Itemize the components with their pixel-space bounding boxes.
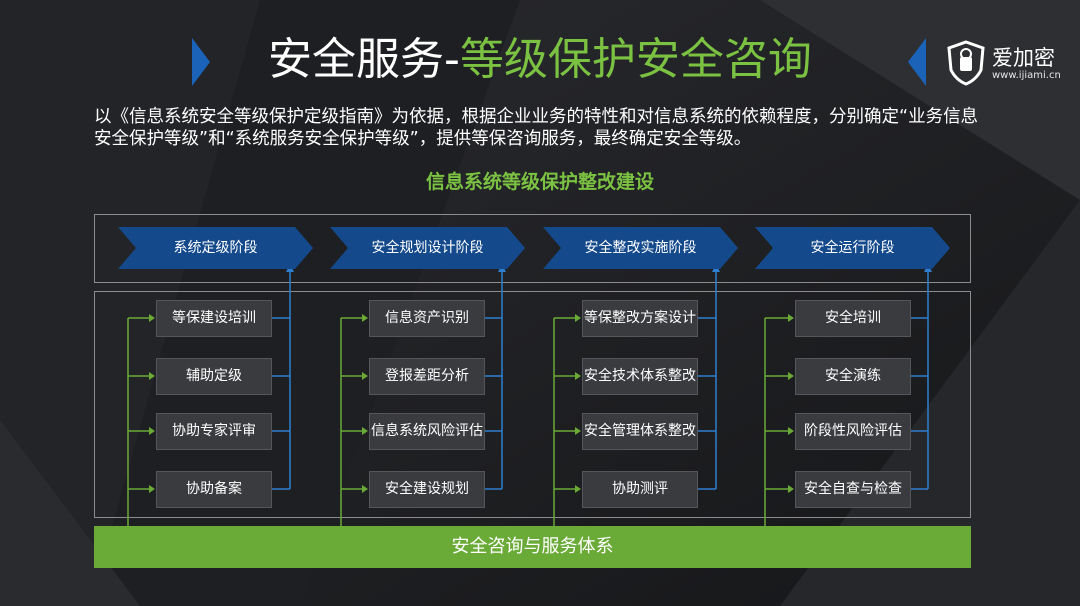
task-box: 安全建设规划 xyxy=(369,471,485,508)
title-right-marker xyxy=(908,38,926,86)
task-box: 安全自查与检查 xyxy=(795,471,911,508)
task-box: 协助备案 xyxy=(156,471,272,508)
base-bar: 安全咨询与服务体系 xyxy=(94,526,971,568)
task-box: 安全培训 xyxy=(795,300,911,337)
task-box: 信息资产识别 xyxy=(369,300,485,337)
stage-arrow: 安全运行阶段 xyxy=(755,227,950,269)
stage-arrow: 安全整改实施阶段 xyxy=(543,227,738,269)
task-box: 辅助定级 xyxy=(156,358,272,395)
task-box: 阶段性风险评估 xyxy=(795,413,911,450)
title-left-marker xyxy=(192,38,210,86)
intro-text: 以《信息系统安全等级保护定级指南》为依据，根据企业业务的特性和对信息系统的依赖程… xyxy=(94,107,979,149)
task-box: 登报差距分析 xyxy=(369,358,485,395)
diagram-subtitle: 信息系统等级保护整改建设 xyxy=(425,171,654,193)
task-box: 安全演练 xyxy=(795,358,911,395)
title-main: 安全服务- xyxy=(268,34,460,85)
stage-frame xyxy=(94,214,971,283)
task-box: 协助测评 xyxy=(582,471,698,508)
stage-arrow: 安全规划设计阶段 xyxy=(330,227,525,269)
stage-arrow: 系统定级阶段 xyxy=(118,227,313,269)
task-box: 安全技术体系整改 xyxy=(582,358,698,395)
task-box: 等保建设培训 xyxy=(156,300,272,337)
company-logo: 爱加密 www.ijiami.cn xyxy=(946,40,1076,90)
page-title: 安全服务-等级保护安全咨询 xyxy=(0,30,1080,90)
tasks-frame xyxy=(94,291,971,518)
task-box: 信息系统风险评估 xyxy=(369,413,485,450)
logo-name: 爱加密 xyxy=(992,46,1055,70)
title-highlight: 等级保护安全咨询 xyxy=(459,34,812,85)
shield-logo-icon xyxy=(947,40,985,86)
logo-url: www.ijiami.cn xyxy=(992,70,1061,81)
task-box: 协助专家评审 xyxy=(156,413,272,450)
task-box: 安全管理体系整改 xyxy=(582,413,698,450)
task-box: 等保整改方案设计 xyxy=(582,300,698,337)
